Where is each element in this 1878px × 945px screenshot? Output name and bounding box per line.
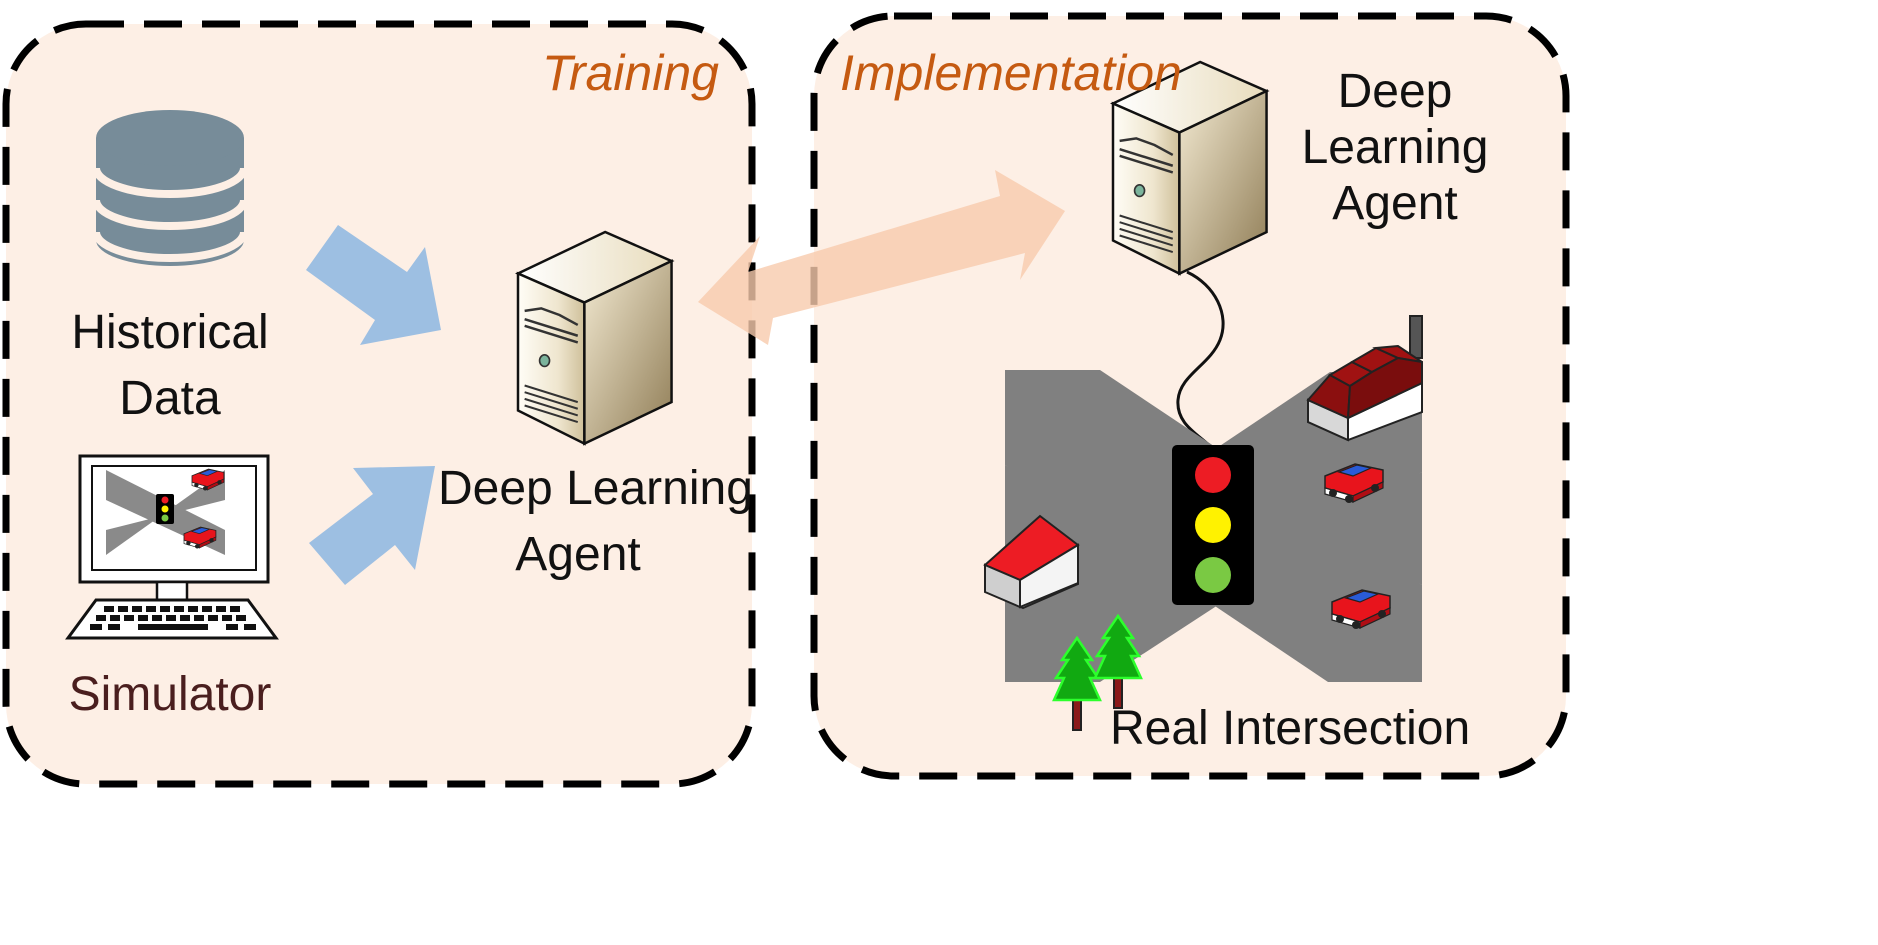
training-agent-line1: Deep Learning [438,462,753,515]
data-to-agent-arrow [306,225,441,345]
implementation-agent-line1: Deep [1337,65,1453,118]
database-icon [92,110,248,266]
historical-data-line1: Historical [71,306,269,359]
cable-line [1176,270,1225,450]
factory-icon [1306,315,1423,442]
server-icon [516,230,673,445]
simulator-label: Simulator [68,668,272,721]
house-icon [983,514,1080,610]
training-agent-label: Deep Learning Agent [438,456,753,588]
historical-data-line2: Data [119,372,221,425]
transfer-arrow [698,170,1065,345]
implementation-agent-label: Deep Learning Agent [1300,64,1490,232]
historical-data-label: Historical Data [70,300,270,432]
implementation-agent-line3: Agent [1332,177,1458,230]
traffic-light-icon [1172,445,1254,605]
simulator-to-agent-arrow [309,466,435,585]
implementation-title: Implementation [840,45,1182,101]
real-intersection-label: Real Intersection [1110,702,1471,755]
training-agent-line2: Agent [515,528,641,581]
training-title: Training [542,45,719,101]
computer-monitor-icon [65,454,279,640]
implementation-agent-line2: Learning [1301,121,1489,174]
